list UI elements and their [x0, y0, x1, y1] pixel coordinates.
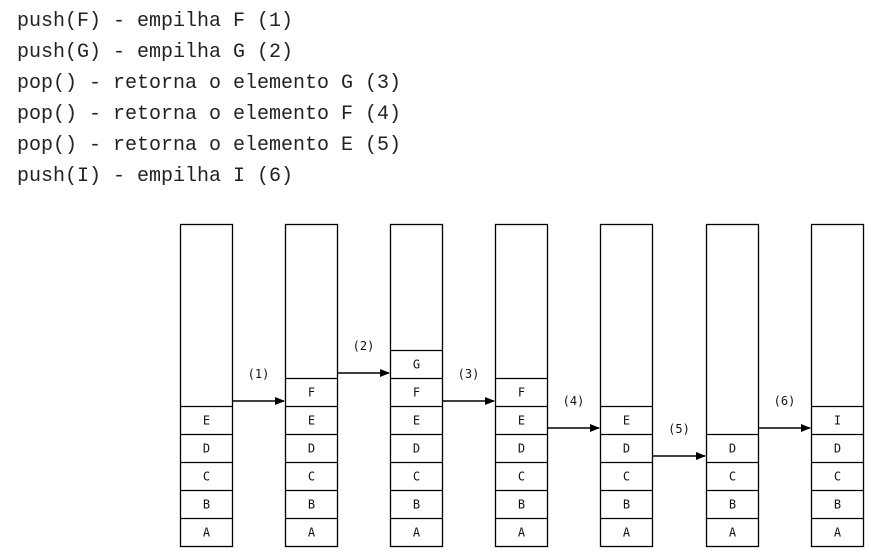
arrow-label: (1): [248, 367, 270, 381]
stack-cell-label: B: [834, 498, 841, 512]
transition-arrow-4: (4): [548, 394, 600, 432]
stack-cell-label: A: [623, 526, 631, 540]
stack-frame: [494, 223, 549, 548]
stack-frame: [284, 223, 339, 548]
stack-cell-label: B: [308, 498, 315, 512]
stack-cell-label: D: [729, 442, 736, 456]
stack-cell-label: B: [518, 498, 525, 512]
stack-cell-label: B: [729, 498, 736, 512]
stack-cell-label: E: [413, 414, 420, 428]
stack-cell-label: C: [834, 470, 841, 484]
operation-line: push(F) - empilha F (1): [17, 10, 294, 33]
stack-cell-label: G: [413, 358, 420, 372]
transition-arrow-1: (1): [233, 367, 285, 405]
operation-line: push(I) - empilha I (6): [17, 165, 294, 188]
arrow-label: (3): [458, 367, 480, 381]
stack-frame: [389, 223, 444, 548]
stack-cell-label: C: [729, 470, 736, 484]
transition-arrow-6: (6): [759, 394, 811, 432]
stack-cell-label: E: [308, 414, 315, 428]
stack-frame: [705, 223, 760, 548]
stack-cell-label: C: [413, 470, 420, 484]
stack-cell-label: F: [518, 386, 525, 400]
stack-cell-label: D: [623, 442, 630, 456]
stack-cell-label: C: [518, 470, 525, 484]
stack-cell-label: E: [203, 414, 210, 428]
stack-cell-label: A: [518, 526, 526, 540]
stack-cell-label: A: [834, 526, 842, 540]
stack-cell-label: A: [203, 526, 211, 540]
operation-line: push(G) - empilha G (2): [17, 41, 294, 64]
stack-frame: [810, 223, 865, 548]
stack-frame: [599, 223, 654, 548]
stack-cell-label: B: [203, 498, 210, 512]
stack-cell-label: C: [308, 470, 315, 484]
stack-cell-label: I: [834, 414, 841, 428]
stack-cell-label: E: [623, 414, 630, 428]
stack-cell-label: C: [623, 470, 630, 484]
stack-cell-label: E: [518, 414, 525, 428]
stack-cell-label: B: [623, 498, 630, 512]
stack-cell-label: D: [518, 442, 525, 456]
stack-cell-label: F: [308, 386, 315, 400]
transition-arrow-3: (3): [443, 367, 495, 405]
operation-line: pop() - retorna o elemento E (5): [17, 134, 402, 157]
stack-cell-label: A: [413, 526, 421, 540]
stack-cell-label: A: [729, 526, 737, 540]
arrow-label: (5): [668, 422, 690, 436]
stack-cell-label: B: [413, 498, 420, 512]
stack-cell-label: D: [308, 442, 315, 456]
arrow-label: (2): [353, 339, 375, 353]
stack-cell-label: F: [413, 386, 420, 400]
stack-cell-label: A: [308, 526, 316, 540]
operation-list: push(F) - empilha F (1) push(G) - empilh…: [17, 6, 401, 192]
stack-cell-label: C: [203, 470, 210, 484]
stack-cell-label: D: [203, 442, 210, 456]
arrow-label: (4): [563, 394, 585, 408]
stack-cell-label: D: [413, 442, 420, 456]
operation-line: pop() - retorna o elemento F (4): [17, 103, 402, 126]
transition-arrow-2: (2): [338, 339, 390, 377]
stack-cell-label: D: [834, 442, 841, 456]
operation-line: pop() - retorna o elemento G (3): [17, 72, 402, 95]
transition-arrow-5: (5): [653, 422, 706, 460]
arrow-label: (6): [774, 394, 796, 408]
stack-frame: [179, 223, 234, 548]
